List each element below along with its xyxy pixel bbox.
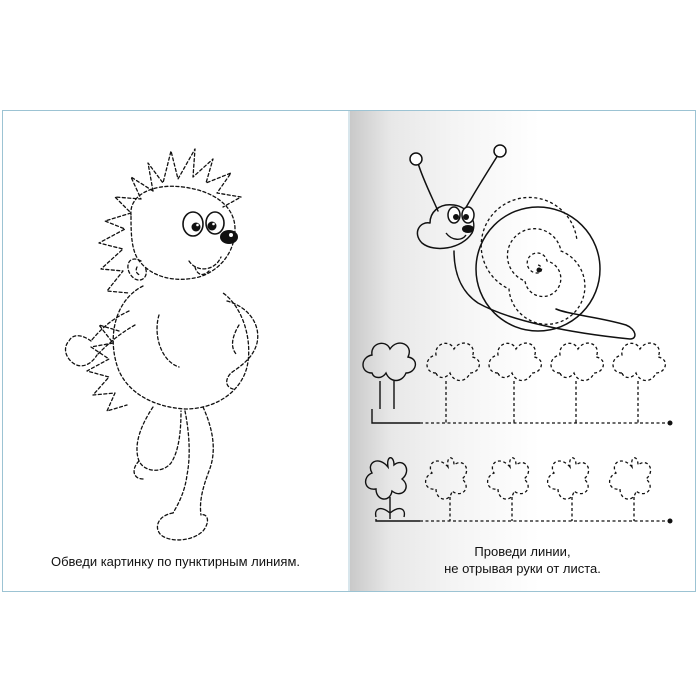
right-page-instruction: Проведи линии, не отрывая руки от листа. [350,543,695,577]
right-page-instruction-line1: Проведи линии, [474,544,571,559]
page-gutter [348,111,350,591]
left-page-instruction: Обведи картинку по пунктирным линиям. [50,554,301,569]
right-page: Проведи линии, не отрывая руки от листа. [350,111,695,591]
left-page: Обведи картинку по пунктирным линиям. [3,111,348,591]
book-spread: Обведи картинку по пунктирным линиям. [2,110,696,592]
hedgehog-tracing-picture [64,148,259,541]
snail-and-trees-tracing-picture [362,144,673,524]
right-page-instruction-line2: не отрывая руки от листа. [444,561,601,576]
